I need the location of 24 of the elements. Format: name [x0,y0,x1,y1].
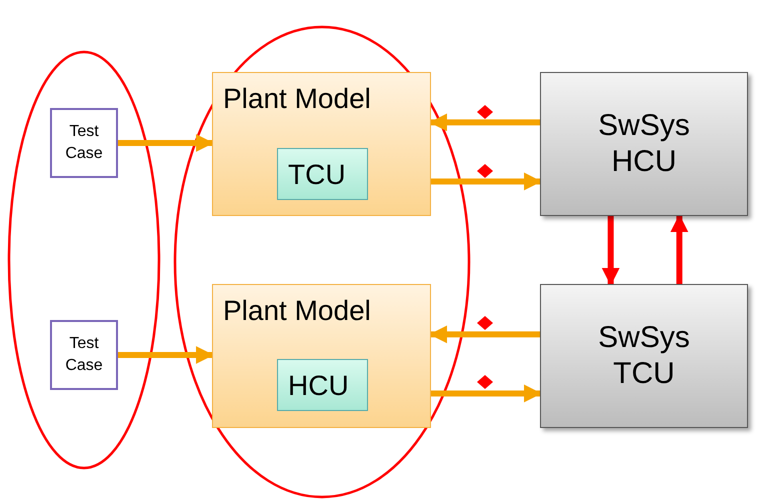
box-label: Test Case [64,334,104,376]
system-box [540,72,748,216]
arrow [602,216,620,286]
controller-box [277,359,368,411]
arrow [429,113,540,132]
test-case-box [50,108,118,178]
arrow [431,384,542,402]
test-case-box [50,320,118,390]
box-title: Plant Model [223,295,371,327]
arrow [118,134,214,152]
plant-model-box [212,72,431,216]
controller-box [277,148,368,200]
box-label: Test Case [64,122,104,164]
arrow [670,214,688,284]
box-label: SwSys TCU [597,320,691,392]
box-title: Plant Model [223,83,371,115]
box-label: HCU [288,370,349,402]
arrow [118,346,214,364]
system-box [540,284,748,428]
arrow [431,172,542,190]
box-label: TCU [288,159,346,191]
plant-model-box [212,284,431,428]
arrow [429,325,540,344]
box-label: SwSys HCU [597,108,691,180]
